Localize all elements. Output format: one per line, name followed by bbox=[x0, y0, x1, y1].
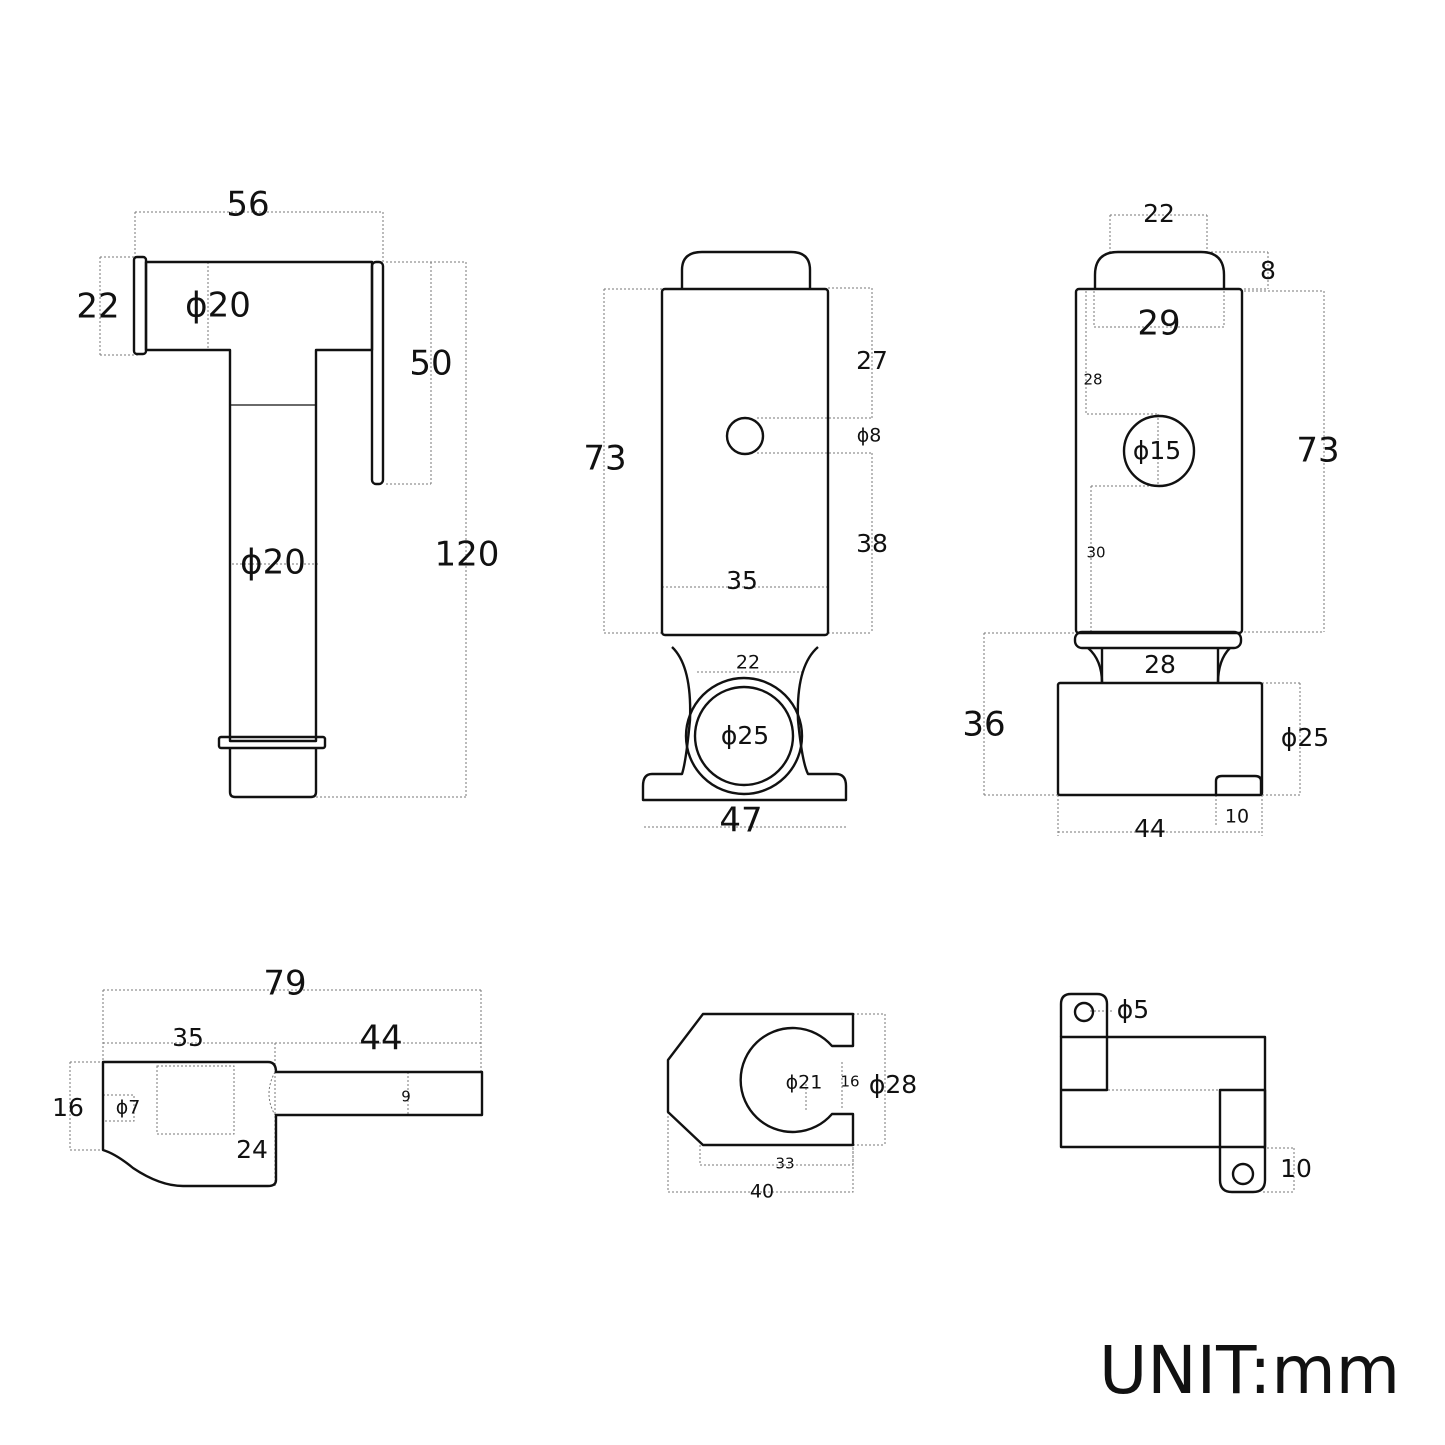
dim-tab-size: 10 bbox=[1280, 1154, 1312, 1183]
dim-inner-length: 33 bbox=[775, 1155, 794, 1173]
dim-height: 73 bbox=[583, 439, 626, 479]
dim-inner-diameter: ϕ21 bbox=[786, 1072, 823, 1094]
dim-body-height: 24 bbox=[236, 1135, 268, 1164]
dim-body-width: 35 bbox=[726, 566, 758, 595]
holder-front-view: 27 ϕ8 38 73 35 22 ϕ25 47 bbox=[583, 250, 888, 841]
dim-button-diameter: ϕ15 bbox=[1133, 436, 1181, 465]
dim-head-height: 22 bbox=[76, 287, 119, 327]
dim-total-length: 40 bbox=[750, 1181, 774, 1203]
dim-cap-to-hole: 27 bbox=[856, 346, 888, 375]
dim-block-height: 36 bbox=[962, 705, 1005, 745]
holder-side-view: 22 8 29 28 ϕ15 30 73 28 36 ϕ25 10 44 bbox=[962, 199, 1339, 843]
dim-lever-length: 50 bbox=[409, 344, 452, 384]
dim-ring-diameter: ϕ25 bbox=[1281, 723, 1329, 752]
dim-base-width: 47 bbox=[719, 801, 762, 841]
dim-height: 73 bbox=[1296, 431, 1339, 471]
sprayer-side-view: 56 22 ϕ20 50 120 ϕ20 bbox=[76, 185, 500, 799]
dim-head-diameter: ϕ20 bbox=[185, 286, 251, 326]
dim-body-width: 29 bbox=[1137, 304, 1180, 344]
dim-total-length: 79 bbox=[263, 964, 306, 1004]
clip-top-view: ϕ21 16 ϕ28 33 40 bbox=[666, 1012, 917, 1203]
dim-hole-diameter: ϕ8 bbox=[857, 425, 882, 447]
dim-top-offset: 28 bbox=[1083, 371, 1102, 389]
dim-opening: 16 bbox=[840, 1073, 859, 1091]
dim-hole-diameter: ϕ5 bbox=[1117, 995, 1149, 1024]
dim-head-length: 35 bbox=[172, 1023, 204, 1052]
dim-width: 56 bbox=[226, 185, 269, 225]
dim-hole-to-base: 38 bbox=[856, 529, 888, 558]
dim-tab-width: 10 bbox=[1225, 806, 1249, 828]
dim-neck-width: 28 bbox=[1144, 650, 1176, 679]
unit-label: UNIT:mm bbox=[1099, 1332, 1400, 1409]
dim-handle-thickness: 9 bbox=[401, 1088, 411, 1106]
dim-handle-length: 44 bbox=[359, 1019, 402, 1059]
dim-cap-height: 8 bbox=[1260, 256, 1276, 285]
dim-block-width: 44 bbox=[1134, 814, 1166, 843]
dim-total-height: 120 bbox=[435, 535, 500, 575]
dim-hole-diameter: ϕ7 bbox=[116, 1097, 141, 1119]
sprayer-top-view: 79 35 44 16 ϕ7 9 24 bbox=[52, 964, 484, 1188]
dim-outer-diameter: ϕ28 bbox=[869, 1070, 917, 1099]
dim-neck-width: 22 bbox=[736, 652, 760, 674]
bracket-view: ϕ5 10 bbox=[1059, 992, 1312, 1194]
dim-handle-diameter: ϕ20 bbox=[240, 543, 306, 583]
dim-ring-diameter: ϕ25 bbox=[721, 721, 769, 750]
dim-head-height: 16 bbox=[52, 1093, 84, 1122]
dim-cap-width: 22 bbox=[1143, 199, 1175, 228]
dim-bottom-offset: 30 bbox=[1086, 544, 1105, 562]
